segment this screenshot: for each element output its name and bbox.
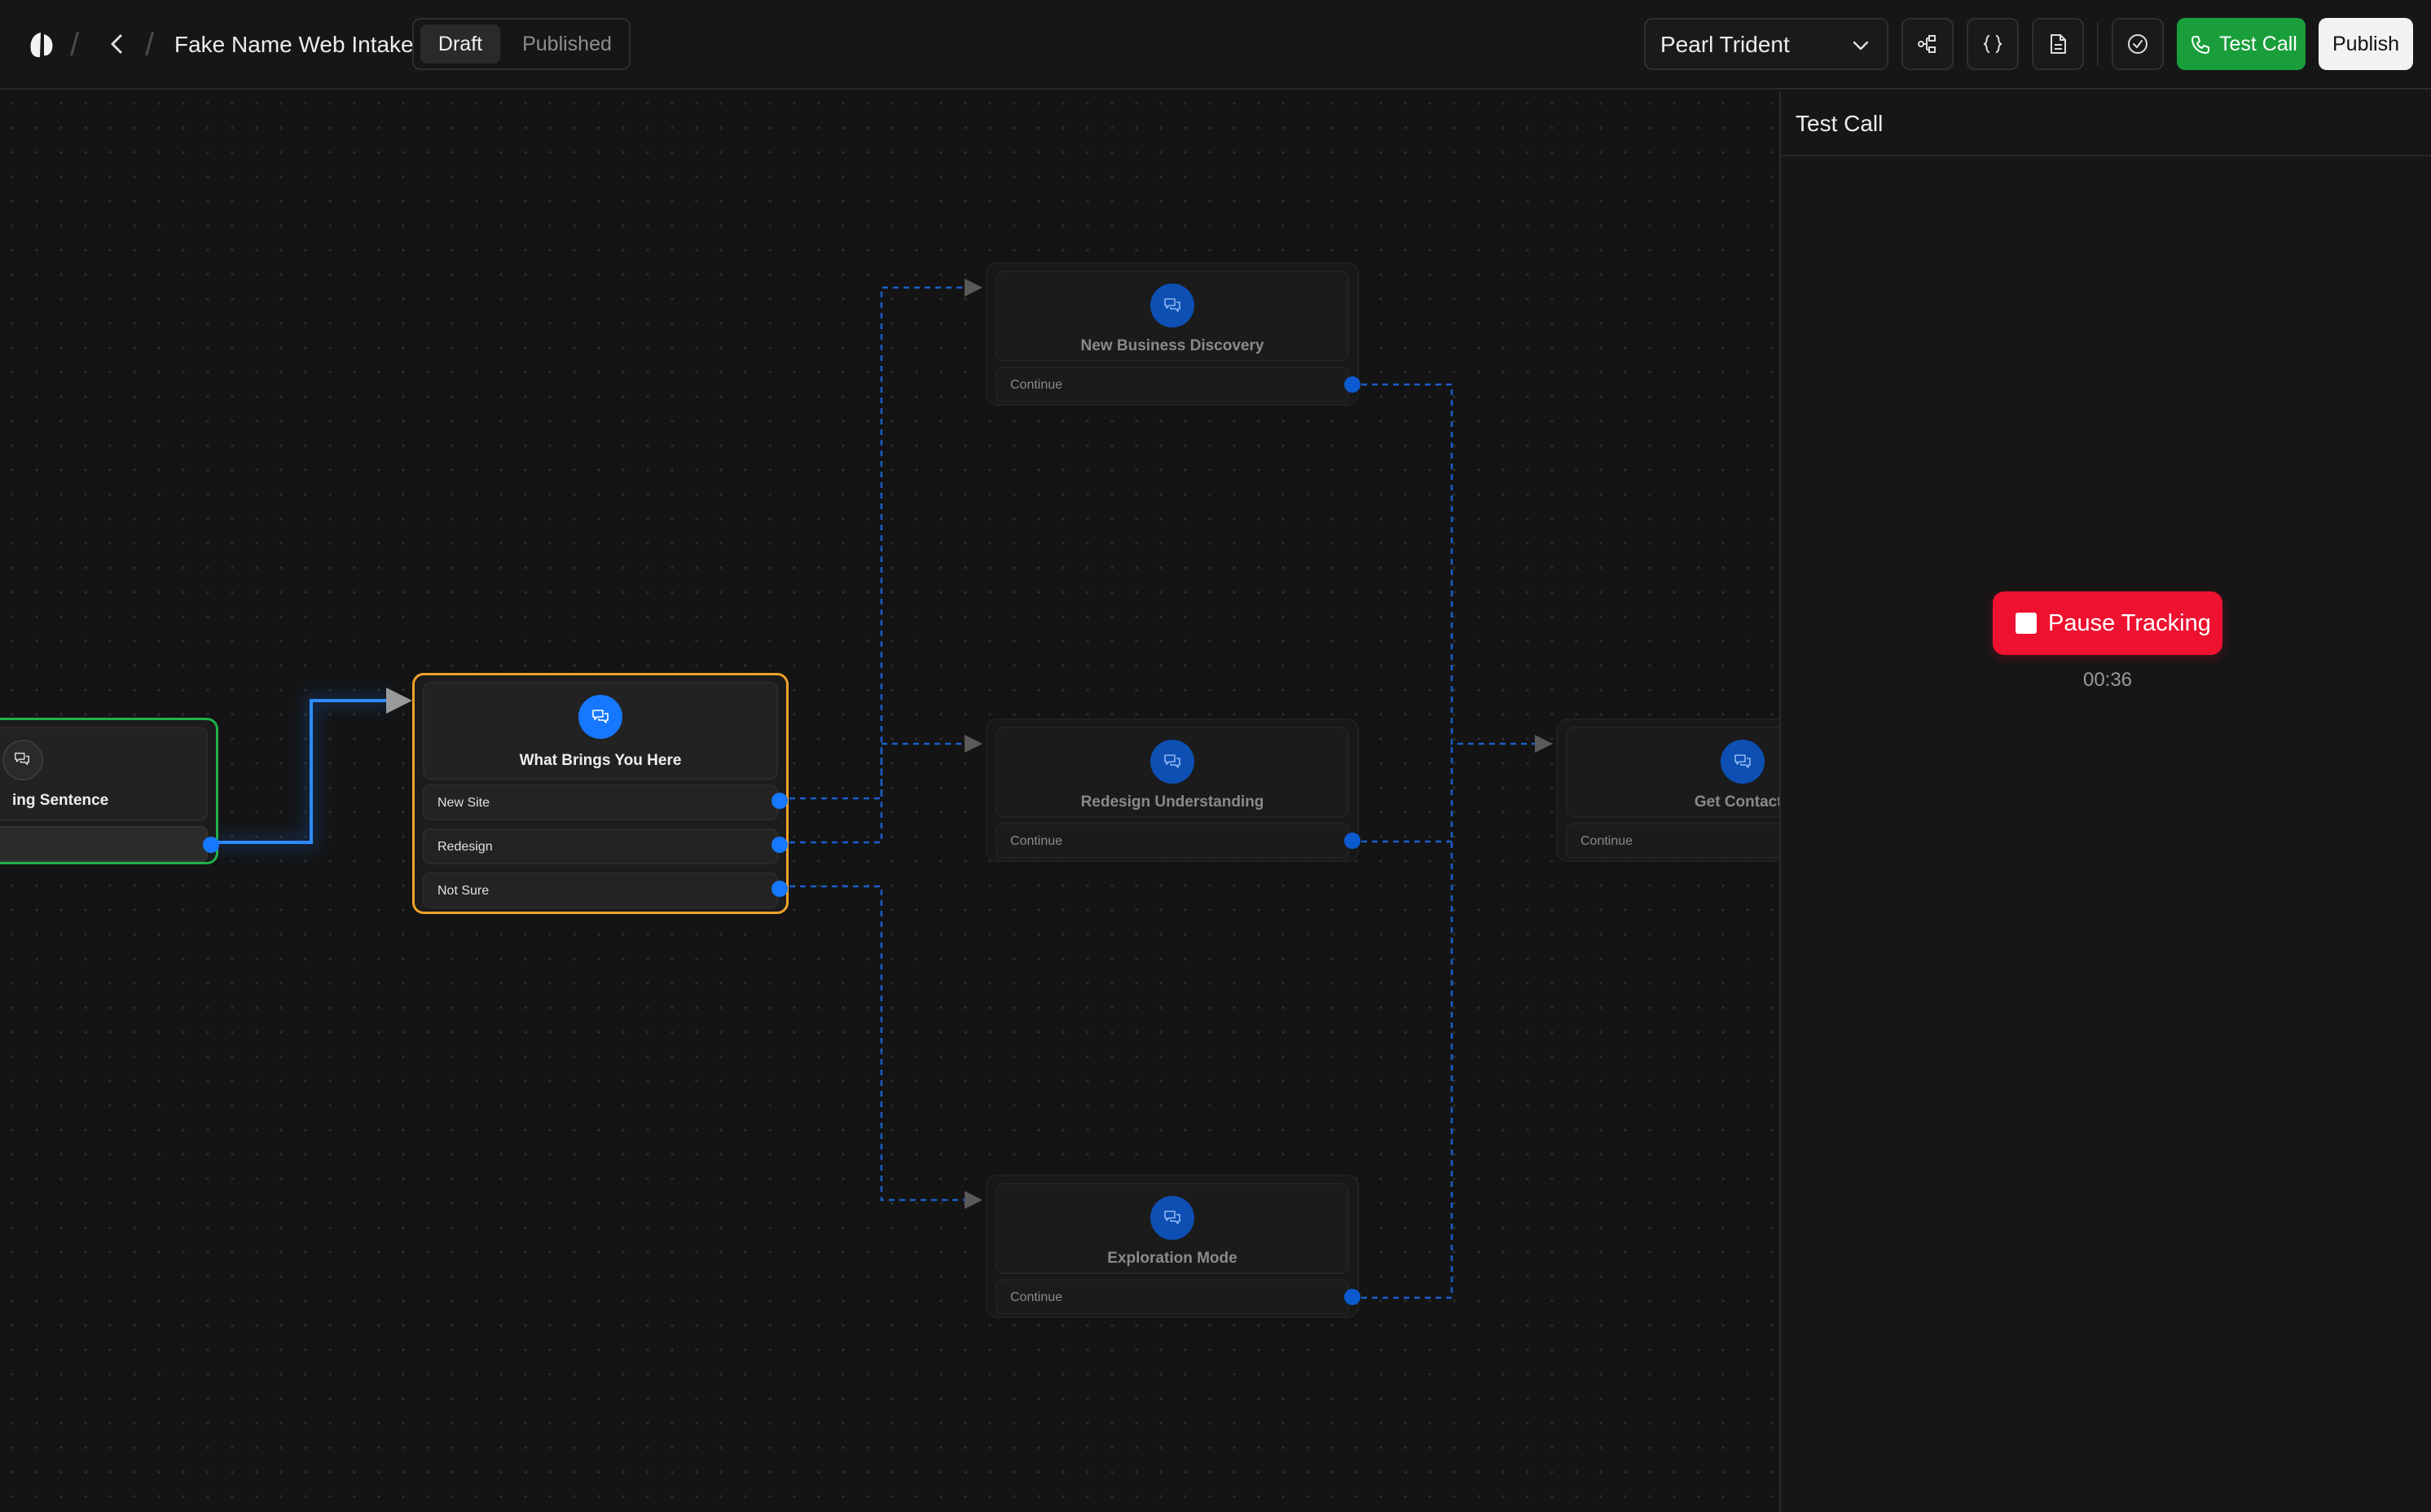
branch-label: New Site [437, 796, 490, 810]
publish-label: Publish [2332, 33, 2399, 55]
edge-arrow-icon [1535, 735, 1553, 753]
agent-select-value: Pearl Trident [1660, 32, 1790, 57]
node-title: ing Sentence [12, 792, 109, 809]
chat-bubble-icon [1150, 740, 1194, 784]
edge-explore-continue[interactable] [1351, 744, 1453, 1299]
breadcrumb-separator: / [145, 27, 155, 63]
back-chevron-icon[interactable] [101, 28, 134, 60]
output-port[interactable] [772, 881, 788, 897]
edge-nbd-continue[interactable] [1351, 383, 1536, 745]
branch-label: Not Sure [437, 884, 490, 898]
edge-not-sure[interactable] [779, 885, 966, 1202]
panel-title: Test Call [1796, 111, 1884, 136]
draft-published-toggle: Draft Published [412, 18, 631, 70]
output-port[interactable] [772, 837, 788, 853]
breadcrumb-separator: / [70, 27, 80, 63]
edge-new-site[interactable] [779, 286, 966, 800]
stop-square-icon [2016, 613, 2037, 634]
check-circle-icon [2128, 34, 2147, 54]
app-logo-icon[interactable] [24, 28, 59, 62]
edge-arrow-icon [965, 1191, 983, 1209]
edge-redesign[interactable] [779, 742, 966, 844]
node-title: New Business Discovery [1080, 337, 1264, 354]
output-port[interactable] [1344, 376, 1361, 393]
tab-draft[interactable]: Draft [420, 24, 500, 64]
node-title: Exploration Mode [1107, 1250, 1237, 1267]
node-get-contact-info[interactable]: Get Contact I Continue [1556, 719, 1779, 862]
continue-row[interactable]: Continue [996, 1279, 1349, 1315]
continue-row[interactable]: Continue [1566, 823, 1779, 859]
phone-icon [2191, 36, 2209, 54]
chat-bubble-icon [578, 695, 622, 739]
continue-label: Continue [1010, 378, 1063, 392]
chat-bubble-icon [1721, 740, 1765, 784]
chevron-down-icon [1853, 41, 1869, 51]
document-button[interactable] [2032, 18, 2084, 70]
call-timer: 00:36 [2082, 669, 2133, 691]
edge-arrow-icon [965, 279, 983, 297]
branch-row-not-sure[interactable]: Not Sure [423, 872, 778, 908]
test-call-button[interactable]: Test Call [2177, 18, 2306, 70]
chat-bubble-icon [1150, 1196, 1194, 1240]
toolbar-divider [2097, 23, 2099, 65]
flow-layout-icon [1918, 35, 1936, 53]
continue-label: Continue [1010, 1290, 1063, 1304]
pause-tracking-button[interactable]: Pause Tracking [1993, 591, 2222, 655]
flow-title[interactable]: Fake Name Web Intake [174, 32, 414, 57]
branch-row-redesign[interactable]: Redesign [423, 829, 778, 864]
continue-label: Continue [1580, 834, 1633, 848]
active-edge-glow [209, 695, 391, 848]
continue-row[interactable]: Continue [996, 367, 1349, 402]
panel-divider [1781, 155, 2431, 156]
pause-tracking-label: Pause Tracking [2048, 610, 2211, 636]
chat-bubble-icon [2, 740, 43, 780]
node-title: Redesign Understanding [1080, 793, 1264, 811]
node-title: Get Contact I [1694, 793, 1779, 811]
agent-select-dropdown[interactable]: Pearl Trident [1644, 18, 1888, 70]
publish-button[interactable]: Publish [2319, 18, 2413, 70]
edge-arrow-icon [965, 735, 983, 753]
branch-label: Redesign [437, 840, 493, 854]
flow-canvas[interactable]: ing Sentence What Brings You Here New Si… [0, 91, 1779, 1512]
output-port[interactable] [203, 837, 219, 853]
chat-bubble-icon [1150, 284, 1194, 327]
output-port[interactable] [1344, 833, 1361, 849]
node-redesign-understanding[interactable]: Redesign Understanding Continue [986, 719, 1361, 862]
output-port[interactable] [772, 793, 788, 809]
node-exploration-mode[interactable]: Exploration Mode Continue [986, 1175, 1361, 1318]
branch-row-new-site[interactable]: New Site [423, 785, 778, 820]
edge-arrow-icon [386, 688, 412, 714]
node-opening-sentence[interactable]: ing Sentence [0, 718, 219, 864]
test-call-panel: Test Call Pause Tracking 00:36 [1779, 91, 2431, 1512]
continue-row[interactable]: Continue [996, 823, 1349, 859]
tab-published[interactable]: Published [522, 33, 612, 55]
top-bar: / / Fake Name Web Intake Draft Published… [0, 0, 2431, 90]
continue-label: Continue [1010, 834, 1063, 848]
output-port[interactable] [1344, 1289, 1361, 1305]
flow-layout-button[interactable] [1901, 18, 1954, 70]
active-edge[interactable] [209, 699, 391, 844]
variables-button[interactable] [1967, 18, 2019, 70]
test-call-label: Test Call [2219, 33, 2297, 55]
node-title: What Brings You Here [519, 752, 682, 769]
variables-braces-icon [1983, 35, 2002, 53]
validate-button[interactable] [2112, 18, 2164, 70]
node-row[interactable] [0, 826, 208, 862]
node-what-brings-you-here[interactable]: What Brings You Here New Site Redesign N… [412, 673, 789, 914]
document-icon [2051, 34, 2066, 54]
node-new-business-discovery[interactable]: New Business Discovery Continue [986, 262, 1361, 406]
edge-layer [209, 279, 1553, 1299]
